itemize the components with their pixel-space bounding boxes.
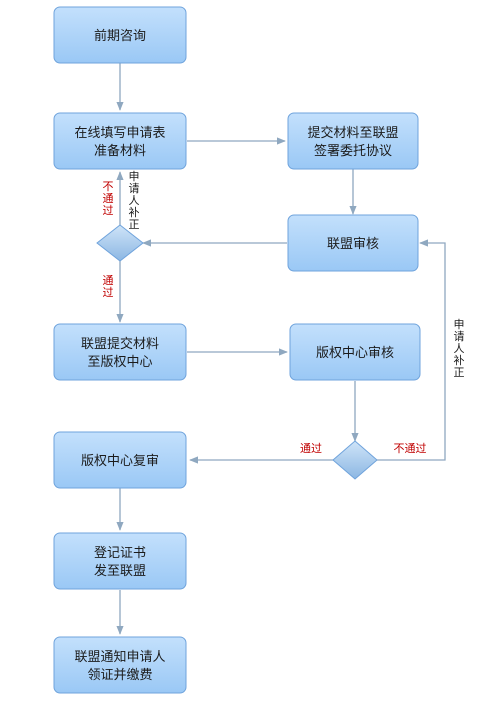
node-label: 准备材料	[94, 143, 146, 159]
node-box	[53, 532, 187, 590]
node-label: 签署委托协议	[314, 143, 392, 159]
label-supplement-2: 申请人补正	[454, 318, 465, 379]
node-label: 发至联盟	[94, 563, 146, 579]
node-box	[53, 112, 187, 170]
node-box	[53, 431, 187, 489]
label-fail-1: 不通过	[103, 180, 114, 217]
node-label: 提交材料至联盟	[307, 125, 398, 141]
node-copyright-recheck: 版权中心复审	[53, 431, 187, 489]
svg-text:通过: 通过	[103, 274, 114, 299]
node-box	[53, 636, 187, 694]
node-label: 至版权中心	[87, 354, 152, 370]
label-supplement-1: 申请人补正	[129, 170, 140, 231]
node-label: 前期咨询	[94, 28, 146, 44]
edge-decision2-fail-to-alliance-review	[377, 239, 446, 461]
node-label: 领证并缴费	[87, 668, 152, 683]
svg-text:不通过: 不通过	[103, 180, 114, 217]
node-label: 版权中心复审	[81, 453, 159, 469]
node-label: 版权中心审核	[316, 345, 394, 361]
decision-copyright-review	[332, 440, 378, 480]
decision-alliance-review	[96, 224, 144, 262]
node-label: 联盟通知申请人	[74, 649, 165, 665]
label-pass-1: 通过	[103, 274, 114, 299]
label-pass-2: 通过	[300, 442, 322, 455]
node-label: 登记证书	[94, 546, 146, 561]
node-copyright-review: 版权中心审核	[289, 323, 421, 381]
node-consult: 前期咨询	[53, 6, 187, 64]
svg-text:申请人补正: 申请人补正	[454, 318, 465, 379]
node-box	[287, 112, 419, 170]
node-alliance-review: 联盟审核	[287, 214, 419, 272]
node-box	[53, 6, 187, 64]
label-fail-2: 不通过	[394, 442, 427, 455]
node-label: 在线填写申请表	[74, 126, 165, 141]
node-label: 联盟审核	[327, 237, 379, 252]
node-label: 联盟提交材料	[81, 336, 159, 352]
svg-text:申请人补正: 申请人补正	[129, 170, 140, 231]
svg-text:通过: 通过	[300, 442, 322, 455]
svg-text:不通过: 不通过	[394, 442, 427, 455]
node-box	[53, 323, 187, 381]
node-box	[289, 323, 421, 381]
node-box	[287, 214, 419, 272]
